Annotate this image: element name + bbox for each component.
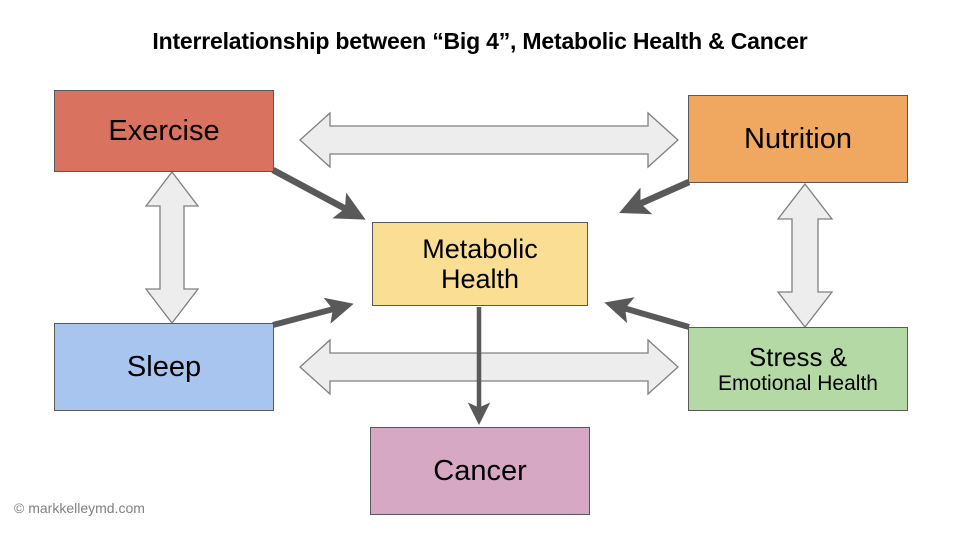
node-exercise[interactable]: Exercise — [54, 90, 274, 172]
node-metabolic-health-label-line1: Metabolic — [422, 233, 538, 264]
node-cancer[interactable]: Cancer — [370, 427, 590, 515]
node-sleep-label: Sleep — [126, 350, 202, 383]
node-nutrition-label: Nutrition — [744, 122, 852, 155]
connector-exercise-sleep — [144, 170, 200, 325]
node-cancer-label: Cancer — [433, 454, 527, 487]
node-exercise-label: Exercise — [108, 114, 220, 147]
connector-sleep-stress — [299, 338, 679, 396]
node-nutrition[interactable]: Nutrition — [688, 95, 908, 183]
node-metabolic-health[interactable]: Metabolic Health — [372, 222, 588, 306]
connector-nutrition-stress — [776, 182, 834, 329]
node-metabolic-health-label-line2: Health — [440, 264, 520, 294]
page-title: Interrelationship between “Big 4”, Metab… — [152, 28, 808, 54]
node-stress-label-line2: Emotional Health — [718, 371, 878, 395]
node-sleep[interactable]: Sleep — [54, 323, 274, 411]
connector-exercise-nutrition — [299, 111, 679, 169]
copyright-credit: © markkelleymd.com — [14, 500, 145, 516]
node-stress-emotional-health[interactable]: Stress & Emotional Health — [688, 327, 908, 411]
node-stress-label-line1: Stress & — [748, 341, 848, 372]
